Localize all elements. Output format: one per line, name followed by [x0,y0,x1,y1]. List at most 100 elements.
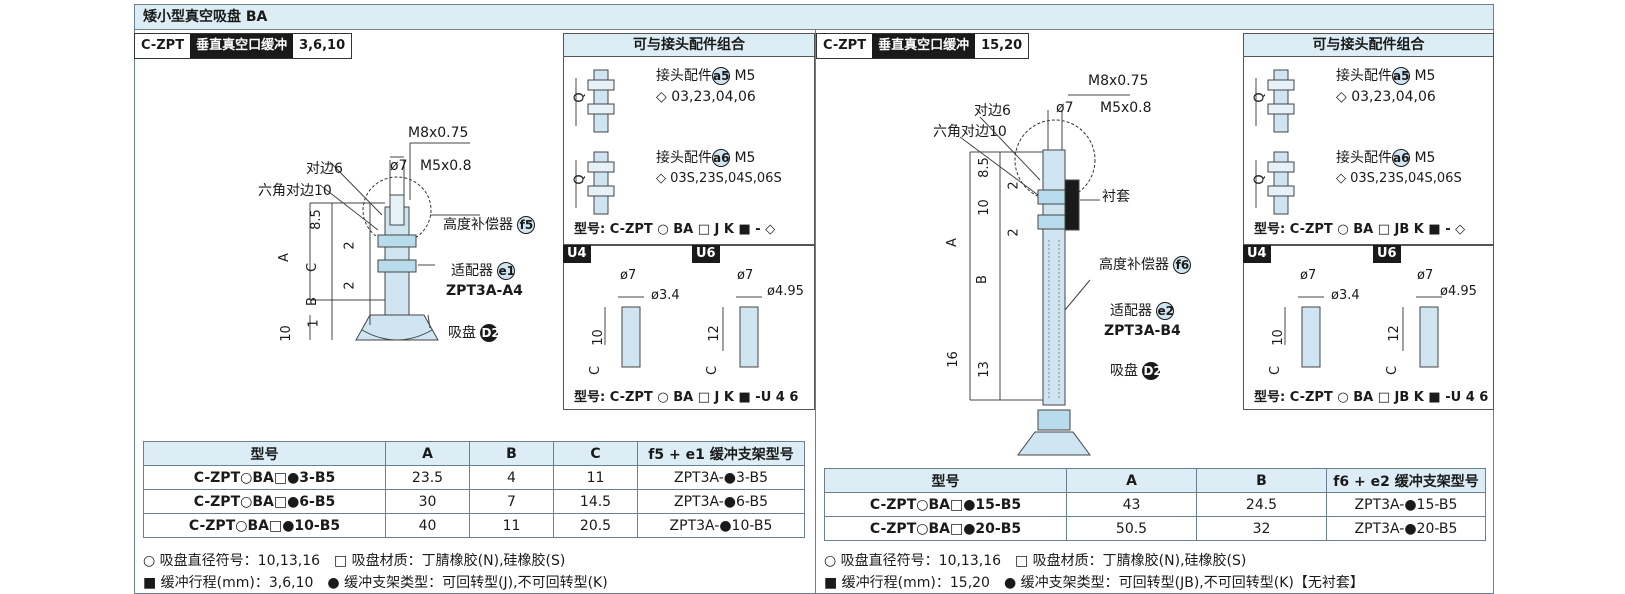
right-legend-2: ■ 缓冲行程(mm)：15,20 ● 缓冲支架类型：可回转型(JB),不可回转型… [824,575,1364,591]
u4-c: C [588,365,604,376]
tag-d2: D2 [480,324,500,342]
u6-tag: U6 [692,245,720,263]
u6-d7: ø7 [737,268,754,283]
fitting-a6: 接头配件a6 M5 [656,149,756,167]
pad-label: 吸盘 D2 [448,324,500,342]
hex-10: 六角对边10 [933,124,1007,140]
fitting-a6-codes: ◇ 03S,23S,04S,06S [656,171,782,186]
tag-d2: D2 [1142,362,1162,380]
u6-d495: ø4.95 [1440,284,1477,299]
dim-Q: Q [1252,92,1268,103]
fitting-a6-codes: ◇ 03S,23S,04S,06S [1336,171,1462,186]
dim-1: 1 [306,319,322,328]
dim-C: C [305,262,321,273]
dim-10: 10 [976,199,992,216]
right-series-header: C-ZPT 垂直真空口缓冲 15,20 [816,33,1030,59]
hex-6: 对边6 [974,103,1011,119]
pad-label: 吸盘 D2 [1110,362,1162,380]
u-model: 型号: C-ZPT ○ BA □ JB K ■ -U 4 6 [1254,390,1489,405]
adapter-label: 适配器 e1 [451,262,516,280]
dim-10: 10 [278,325,294,342]
combo-model: 型号: C-ZPT ○ BA □ JB K ■ - ◇ [1254,222,1466,237]
dim-Q: Q [572,174,588,185]
series-name: 垂直真空口缓冲 [190,34,294,58]
section-divider [815,30,816,594]
fitting-drawings [1255,69,1295,215]
dim-2b: 2 [1006,228,1022,237]
dim-B: B [974,275,990,284]
fitting-drawings [575,69,615,215]
u4-c: C [1268,365,1284,376]
tag-e2: e2 [1156,302,1175,320]
thread-m5: M5x0.8 [1100,100,1152,116]
fitting-a5: 接头配件a5 M5 [656,67,756,85]
dim-Q: Q [572,92,588,103]
left-legend-2: ■ 缓冲行程(mm)：3,6,10 ● 缓冲支架类型：可回转型(J),不可回转型… [143,575,608,591]
thread-m8: M8x0.75 [1088,73,1149,89]
dim-16: 16 [945,351,961,368]
u6-tag: U6 [1373,245,1401,263]
right-legend-1: ○ 吸盘直径符号：10,13,16 □ 吸盘材质：丁腈橡胶(N),硅橡胶(S) [824,553,1247,569]
u4-d34: ø3.4 [1331,288,1360,303]
right-cup-drawing [959,94,1130,456]
u6-c: C [705,365,721,376]
u4-d7: ø7 [1300,268,1317,283]
u6-h: 12 [1386,325,1402,342]
u6-d495: ø4.95 [767,284,804,299]
fitting-a5-codes: ◇ 03,23,04,06 [656,89,756,105]
tag-f5: f5 [517,216,536,234]
adapter-code: ZPT3A-B4 [1104,323,1181,339]
combo-model: 型号: C-ZPT ○ BA □ J K ■ - ◇ [574,222,776,237]
series-sizes: 15,20 [981,38,1023,53]
left-u-panel [563,245,815,410]
dim-A: A [276,253,292,262]
dim-Q: Q [1252,174,1268,185]
hex-6: 对边6 [306,161,343,177]
dim-13: 13 [976,361,992,378]
series-code: C-ZPT [823,38,867,53]
table-header-row: 型号 A B f6 + e2 缓冲支架型号 [824,468,1486,493]
dim-8-5: 8.5 [976,157,992,178]
u4-d7: ø7 [620,268,637,283]
page-title: 矮小型真空吸盘 BA [134,4,1494,30]
series-sizes: 3,6,10 [299,38,346,53]
compensator-label: 高度补偿器 f6 [1099,254,1192,274]
thread-m8: M8x0.75 [408,125,469,141]
thread-m5: M5x0.8 [420,158,472,174]
u4-d34: ø3.4 [651,288,680,303]
fitting-a5: 接头配件a5 M5 [1336,67,1436,85]
left-cup-drawing [309,142,480,341]
compensator-label: 高度补偿器 f5 [443,214,536,234]
u4-h: 10 [590,329,606,346]
dim-2a: 2 [1006,181,1022,190]
u4-h: 10 [1270,329,1286,346]
series-code: C-ZPT [141,38,185,53]
fitting-a5-codes: ◇ 03,23,04,06 [1336,89,1436,105]
u4-tag: U4 [1243,245,1271,263]
u-variant-drawings [604,296,762,368]
u6-h: 12 [706,325,722,342]
dim-B: B [304,297,320,306]
dim-A: A [944,238,960,247]
left-series-header: C-ZPT 垂直真空口缓冲 3,6,10 [134,33,353,59]
tag-e1: e1 [497,262,516,280]
u4-tag: U4 [563,245,591,263]
hex-10: 六角对边10 [258,183,332,199]
fitting-a6: 接头配件a6 M5 [1336,149,1436,167]
right-combo-title: 可与接头配件组合 [1243,33,1494,57]
u6-c: C [1385,365,1401,376]
series-name: 垂直真空口缓冲 [872,34,976,58]
dim-d7: ø7 [1056,100,1074,116]
dim-2b: 2 [342,281,358,290]
u6-d7: ø7 [1417,268,1434,283]
left-combo-title: 可与接头配件组合 [563,33,815,57]
adapter-code: ZPT3A-A4 [446,283,523,299]
adapter-label: 适配器 e2 [1110,302,1175,320]
dim-2a: 2 [342,241,358,250]
